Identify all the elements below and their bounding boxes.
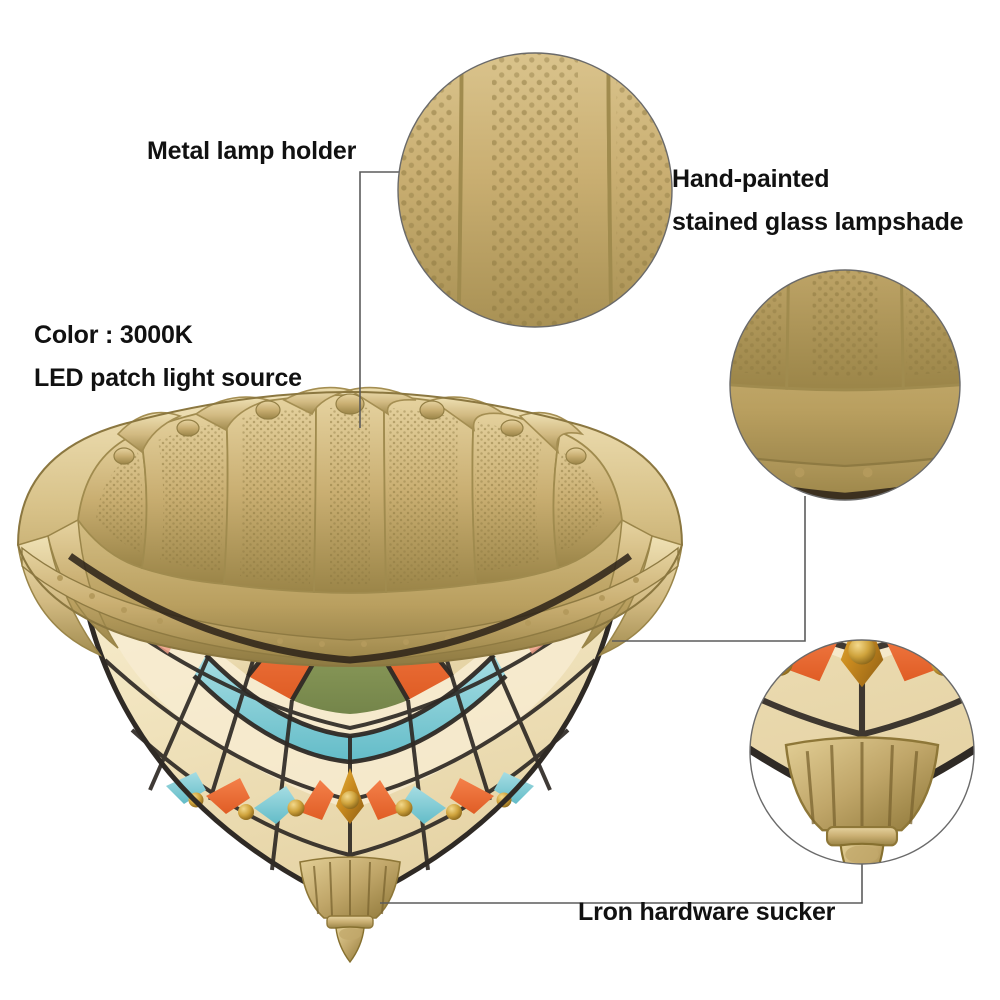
leader-hand-painted (612, 496, 806, 642)
callout-circle-iron-hardware (749, 639, 975, 865)
leader-iron-hardware (380, 862, 863, 904)
label-color-temperature: Color : 3000K (34, 321, 193, 349)
callout-circle-hand-painted (729, 269, 961, 501)
label-hand-painted-line1: Hand-painted (672, 165, 830, 193)
label-iron-hardware-sucker: Lron hardware sucker (578, 898, 836, 926)
label-hand-painted-line2: stained glass lampshade (672, 208, 964, 236)
main-lamp-image (18, 388, 682, 962)
label-metal-lamp-holder: Metal lamp holder (147, 137, 357, 165)
label-light-source: LED patch light source (34, 364, 302, 392)
